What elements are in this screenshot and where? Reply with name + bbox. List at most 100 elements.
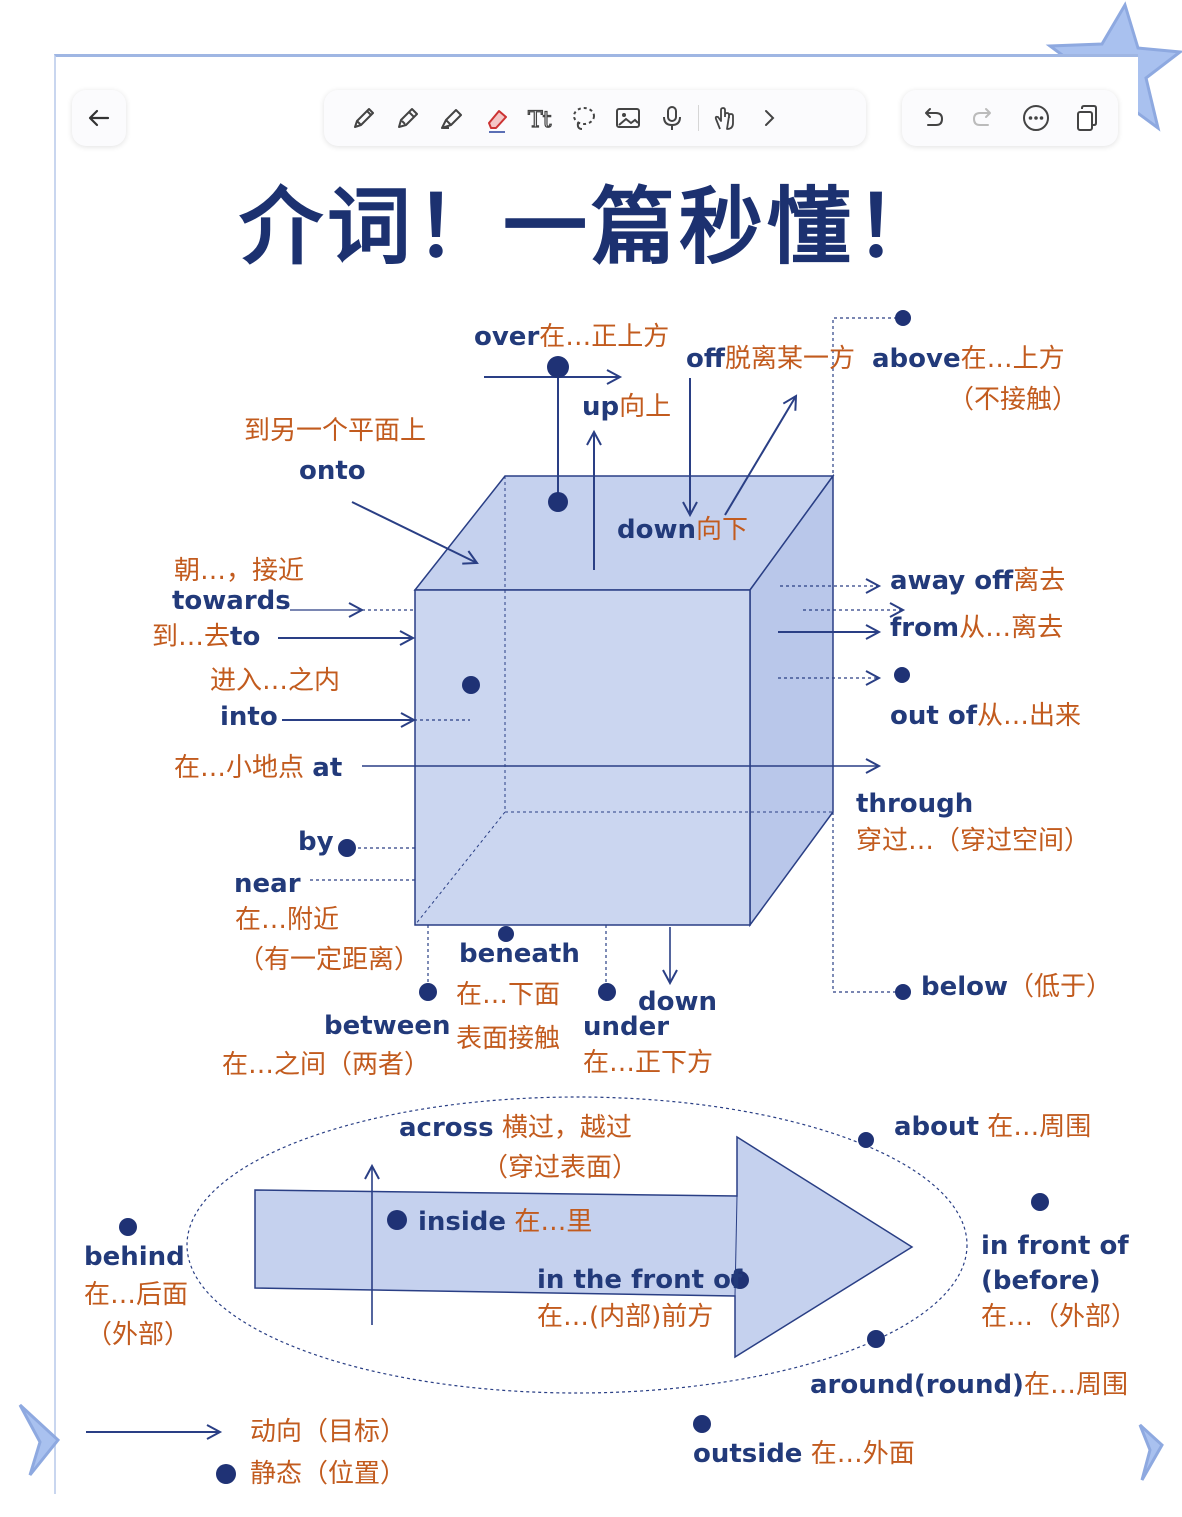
- label-onto-cn: 到另一个平面上: [244, 416, 427, 446]
- label-onto-en: onto: [299, 456, 366, 486]
- line-above: [832, 317, 903, 476]
- legend-dot-label: 静态（位置）: [250, 1459, 407, 1489]
- label-into-cn: 进入…之内: [210, 666, 341, 696]
- label-across: across 横过，越过: [399, 1113, 632, 1143]
- dot-above: [895, 310, 911, 326]
- label-between-en: between: [324, 1011, 451, 1041]
- eraser-icon[interactable]: [474, 96, 518, 140]
- label-behind-note: （外部）: [86, 1320, 191, 1350]
- label-up: up向上: [582, 392, 672, 422]
- label-in-the-front-of-cn: 在…(内部)前方: [537, 1302, 714, 1332]
- toolbar-separator: [698, 105, 699, 131]
- dot-inside: [387, 1210, 407, 1230]
- drawing-toolbar: Tt: [324, 90, 866, 146]
- label-beneath-cn: 在…下面: [456, 980, 561, 1010]
- legend-dot: [216, 1464, 236, 1484]
- dot-in: [462, 676, 480, 694]
- label-near-en: near: [234, 869, 301, 899]
- label-out-of: out of从…出来: [890, 701, 1082, 731]
- legend-arrow-label: 动向（目标）: [250, 1417, 407, 1447]
- cube: [413, 473, 835, 928]
- around-ellipse: [186, 1096, 968, 1394]
- label-between-cn: 在…之间（两者）: [222, 1050, 431, 1080]
- position-dots: [119, 310, 1049, 1484]
- microphone-icon[interactable]: [650, 96, 694, 140]
- label-to: 到…去to: [152, 622, 261, 652]
- dot-by: [338, 839, 356, 857]
- image-icon[interactable]: [606, 96, 650, 140]
- label-behind-en: behind: [84, 1242, 185, 1272]
- dot-in-the-front-of: [731, 1271, 749, 1289]
- dot-around: [867, 1330, 885, 1348]
- label-through-en: through: [856, 789, 974, 819]
- label-by: by: [298, 827, 334, 857]
- dot-on: [548, 492, 568, 512]
- page-title: 介词！一篇秒懂！: [238, 178, 943, 276]
- undo-icon[interactable]: [910, 96, 954, 140]
- cube-front-face: [414, 589, 751, 926]
- label-over: over在…正上方: [474, 322, 670, 352]
- lasso-icon[interactable]: [562, 96, 606, 140]
- label-behind-cn: 在…后面: [84, 1280, 189, 1310]
- dot-behind: [119, 1218, 137, 1236]
- label-through-cn: 穿过…（穿过空间）: [856, 826, 1091, 856]
- line-below: [832, 812, 903, 993]
- more-icon[interactable]: [1014, 96, 1058, 140]
- copy-pages-icon[interactable]: [1064, 96, 1108, 140]
- highlighter-icon[interactable]: [430, 96, 474, 140]
- back-button-pill[interactable]: [72, 90, 126, 146]
- svg-text:Tt: Tt: [528, 108, 552, 133]
- label-about: about 在…周围: [894, 1112, 1092, 1142]
- arrow-left-icon[interactable]: [77, 96, 121, 140]
- dot-between: [419, 983, 437, 1001]
- label-near-note: （有一定距离）: [238, 945, 421, 975]
- label-outside: outside 在…外面: [693, 1439, 915, 1469]
- chevron-right-icon[interactable]: [747, 96, 791, 140]
- label-under-en: under: [583, 1012, 670, 1042]
- star-decoration-bottom-left: [18, 1403, 61, 1476]
- label-above: above在…上方: [872, 344, 1065, 374]
- hand-touch-icon[interactable]: [703, 96, 747, 140]
- label-towards-en: towards: [172, 586, 291, 616]
- star-decoration-bottom-right: [1138, 1423, 1164, 1481]
- arrow-off: [724, 394, 798, 516]
- label-inside: inside 在…里: [418, 1207, 593, 1237]
- label-near-cn: 在…附近: [235, 905, 340, 935]
- actions-toolbar: [902, 90, 1118, 146]
- label-down-2: down: [638, 987, 718, 1017]
- arrow-onto: [351, 501, 479, 565]
- label-in-the-front-of-en: in the front of: [537, 1265, 743, 1295]
- label-into-en: into: [220, 702, 278, 732]
- dot-out-of: [894, 667, 910, 683]
- redo-icon[interactable]: [962, 96, 1006, 140]
- label-beneath-en: beneath: [459, 939, 580, 969]
- pencil-icon[interactable]: [342, 96, 386, 140]
- dot-below: [895, 984, 911, 1000]
- label-across-note: （穿过表面）: [482, 1153, 639, 1183]
- dot-in-front-of: [1031, 1193, 1049, 1211]
- label-at: 在…小地点 at: [174, 753, 343, 783]
- big-arrow-shape: [254, 1135, 914, 1359]
- dot-under: [598, 983, 616, 1001]
- label-in-front-of-cn: 在…（外部）: [981, 1302, 1138, 1332]
- text-icon[interactable]: Tt: [518, 96, 562, 140]
- label-towards-cn: 朝…，接近: [174, 556, 305, 586]
- label-below: below（低于）: [921, 972, 1113, 1002]
- label-off: off脱离某一方: [686, 344, 855, 374]
- arrows-and-lines: [86, 317, 968, 1440]
- dot-over: [547, 356, 569, 378]
- label-in-front-of-before: (before): [981, 1266, 1101, 1296]
- label-away-off: away off离去: [890, 566, 1066, 596]
- label-around: around(round)在…周围: [810, 1370, 1128, 1400]
- label-down: down向下: [617, 515, 749, 545]
- pen-icon[interactable]: [386, 96, 430, 140]
- label-beneath-note: 表面接触: [456, 1024, 561, 1054]
- label-under-cn: 在…正下方: [583, 1048, 714, 1078]
- dot-about: [858, 1132, 874, 1148]
- label-in-front-of-en: in front of: [981, 1231, 1129, 1261]
- dot-outside: [693, 1415, 711, 1433]
- label-above-note: （不接触）: [948, 385, 1079, 415]
- label-from: from从…离去: [890, 613, 1064, 643]
- dot-beneath: [498, 926, 514, 942]
